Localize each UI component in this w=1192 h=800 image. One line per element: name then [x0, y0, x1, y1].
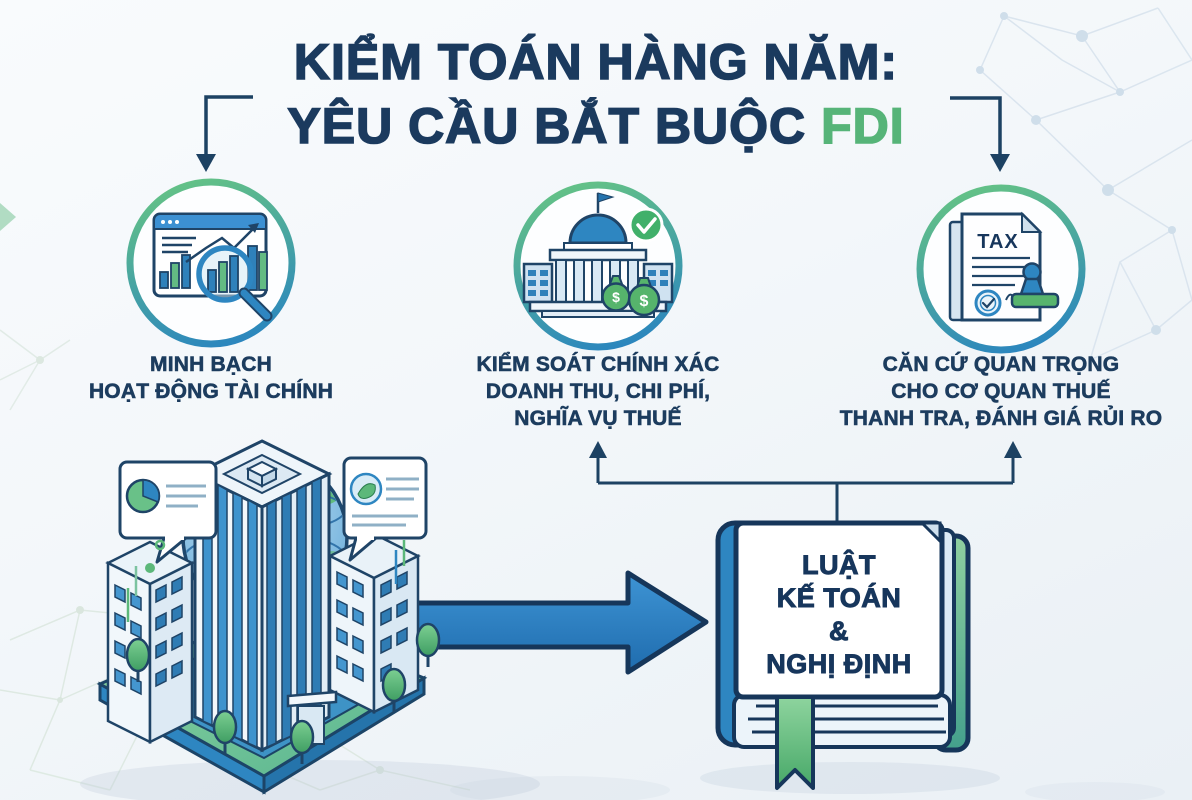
title-line-2: YÊU CẦU BẮT BUỘC FDI: [287, 97, 905, 155]
pillar-circle-right: TAX: [916, 184, 1086, 354]
decorative-dashes-dots: [126, 539, 406, 622]
network-pattern-top-right: [976, 7, 1192, 361]
central-tower: [191, 439, 338, 753]
trees: [125, 622, 441, 764]
svg-text:$: $: [612, 289, 620, 305]
pillar-label-transparency: MINH BẠCH HOẠT ĐỘNG TÀI CHÍNH: [88, 353, 334, 404]
buildings-to-book-arrow: [387, 570, 709, 675]
title-fdi-accent: FDI: [820, 97, 905, 155]
green-triangle-deco: [0, 203, 16, 231]
bookmark-ribbon: [775, 695, 815, 790]
title-to-left-icon-arrow: [196, 95, 253, 172]
up-arrowhead-center: [589, 441, 607, 458]
law-book-title: LUẬT KẾ TOÁN & NGHỊ ĐỊNH: [766, 550, 912, 680]
chart-magnifier-icon: [152, 212, 273, 322]
svg-text:$: $: [640, 293, 649, 310]
page-title: KIỂM TOÁN HÀNG NĂM: YÊU CẦU BẮT BUỘC FDI: [0, 30, 1192, 158]
money-bags-icon: $ $: [601, 275, 661, 317]
up-arrowhead-right: [1004, 441, 1022, 458]
pillar-label-tax-basis: CĂN CỨ QUAN TRỌNG CHO CƠ QUAN THUẾ THANH…: [839, 353, 1163, 431]
pillar-circle-center: $ $: [513, 181, 683, 351]
svg-text:TAX: TAX: [977, 231, 1019, 253]
fdi-company-buildings-globe-illustration: [96, 439, 441, 795]
stamp-icon: [1010, 262, 1060, 309]
pillar-circle-left: [126, 178, 296, 348]
check-badge-icon: [628, 207, 664, 243]
government-building-check-icon: $ $: [522, 192, 674, 318]
leaf-speech-bubble: [342, 456, 428, 562]
network-pattern-left-middle: [0, 329, 71, 411]
pillar-label-control: KIỂM SOÁT CHÍNH XÁC DOANH THU, CHI PHÍ, …: [476, 353, 720, 431]
book-to-icons-connector: [589, 441, 1022, 523]
title-to-right-icon-arrow: [950, 96, 1010, 172]
tax-document-stamp-icon: TAX: [948, 211, 1060, 322]
title-line-1: KIỂM TOÁN HÀNG NĂM:: [293, 33, 899, 91]
law-book-illustration: [715, 520, 971, 790]
